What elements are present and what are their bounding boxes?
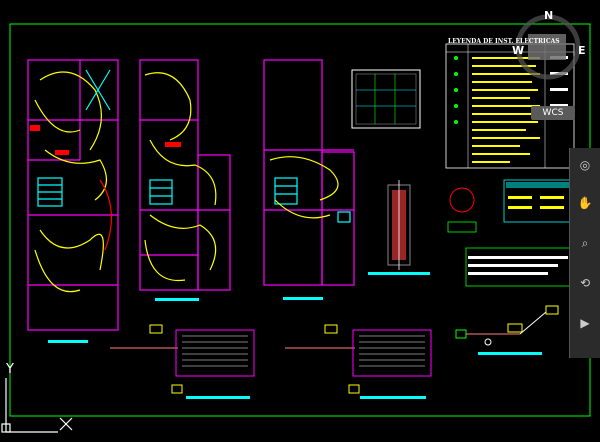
floor-plan-3 — [263, 59, 355, 300]
panel-detail — [351, 69, 421, 129]
steering-wheel-icon[interactable]: ◎ — [579, 158, 591, 172]
navigation-bar: ◎ ✋ ⌕ ⟲ ▶ — [569, 148, 600, 358]
showmotion-icon[interactable]: ▶ — [580, 316, 590, 330]
ucs-y-label: Y — [6, 362, 14, 377]
viewcube-west-label[interactable]: W — [512, 44, 525, 57]
ground-detail — [368, 180, 477, 275]
notes-table-2 — [465, 247, 573, 287]
floor-plan-2 — [139, 59, 231, 301]
viewcube-north-label[interactable]: N — [544, 9, 554, 22]
single-line-diagram-1 — [110, 324, 255, 399]
notes-table-1 — [503, 179, 573, 223]
legend-title: LEYENDA DE INST. ELECTRICAS — [448, 38, 560, 45]
viewcube — [515, 14, 581, 80]
pan-icon[interactable]: ✋ — [577, 196, 593, 210]
viewcube-east-label[interactable]: E — [578, 44, 586, 57]
single-line-diagram-2 — [285, 324, 432, 399]
service-entrance-diagram — [455, 305, 559, 355]
zoom-icon[interactable]: ⌕ — [581, 236, 589, 250]
orbit-icon[interactable]: ⟲ — [579, 276, 591, 290]
wcs-menu-button[interactable]: WCS — [531, 106, 575, 120]
floor-plan-1 — [27, 59, 119, 343]
ucs-icon — [1, 378, 73, 433]
